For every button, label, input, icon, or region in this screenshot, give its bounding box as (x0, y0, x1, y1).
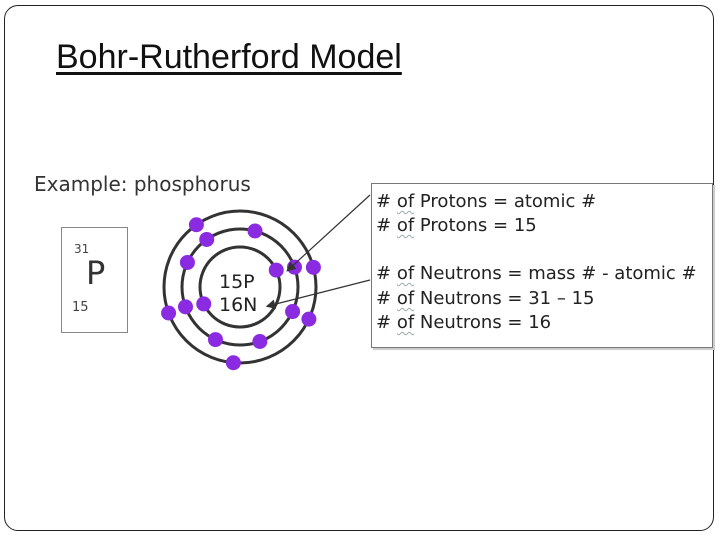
info-line-1: # of Protons = atomic # (376, 191, 597, 212)
electron (285, 304, 301, 320)
electron (196, 296, 212, 312)
electron (252, 334, 268, 350)
electron (161, 305, 177, 321)
nucleus-neutrons: 16N (219, 294, 258, 316)
electron (207, 332, 223, 348)
page-title: Bohr-Rutherford Model (56, 38, 402, 76)
electron (225, 355, 241, 371)
info-line-2: # of Protons = 15 (376, 215, 537, 236)
periodic-element-tile: 31 P 15 (61, 227, 128, 333)
info-line-5: # of Neutrons = 16 (376, 312, 552, 333)
element-atomic-number: 15 (72, 300, 89, 315)
electron (179, 254, 195, 270)
bohr-atom-diagram (150, 200, 350, 390)
electron (268, 262, 284, 278)
element-symbol: P (86, 254, 106, 292)
info-line-4: # of Neutrons = 31 – 15 (376, 288, 595, 309)
atom-svg (161, 209, 321, 371)
electron (305, 259, 321, 275)
electron (177, 299, 193, 315)
nucleus-protons: 15P (219, 271, 255, 293)
electron (287, 259, 303, 275)
electron (188, 217, 204, 233)
electron (199, 231, 215, 247)
example-label: Example: phosphorus (34, 172, 251, 196)
electron (301, 311, 317, 327)
electron (247, 223, 263, 239)
info-line-3: # of Neutrons = mass # - atomic # (376, 263, 697, 284)
info-panel: # of Protons = atomic # # of Protons = 1… (371, 183, 713, 348)
element-mass-number: 31 (74, 242, 90, 256)
